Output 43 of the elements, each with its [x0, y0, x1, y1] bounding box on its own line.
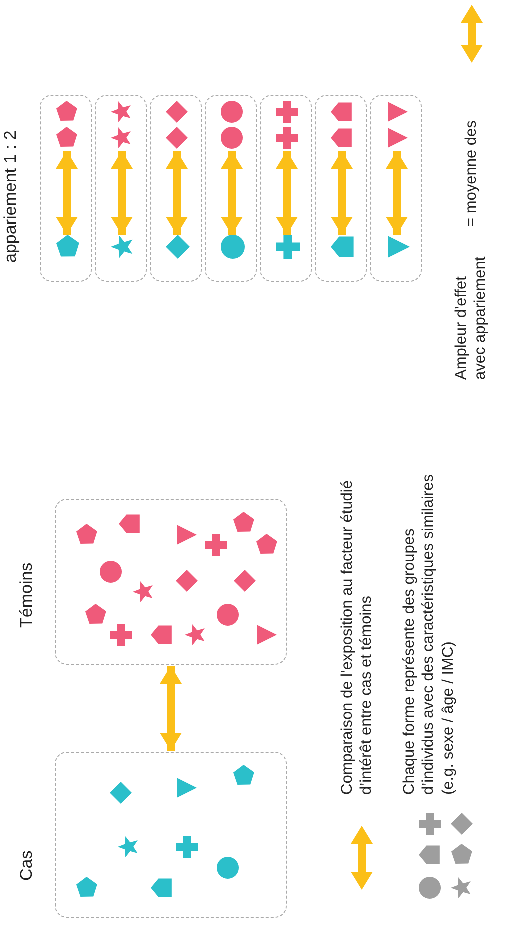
double-arrow: [111, 151, 133, 235]
double-arrow: [386, 151, 408, 235]
double-arrow: [160, 666, 182, 751]
legend-text: Comparaison de l’exposition au facteur étudié d’intérêt entre cas et témoins: [338, 480, 376, 795]
triangle-icon: [386, 127, 408, 149]
double-arrow: [56, 151, 78, 235]
formula-text: = moyenne des: [462, 120, 481, 227]
matched-pair-box: [370, 95, 422, 282]
double-arrow: [221, 151, 243, 235]
legend-text: Chaque forme représente des groupes d’individus avec des caractéristiques similaires (e.g. sexe / âge / IMC): [400, 474, 458, 795]
matched-pair-box: [40, 95, 92, 282]
matched-pair-box: [315, 95, 367, 282]
diamond-icon: [166, 101, 188, 123]
matched-pair-box: [205, 95, 257, 282]
cross-icon: [276, 235, 300, 259]
tag-icon: [331, 235, 355, 259]
tag-icon: [331, 127, 353, 149]
star-icon: [111, 101, 133, 123]
circle-icon: [221, 127, 243, 149]
group-heading: Cas: [16, 850, 37, 881]
tag-icon: [331, 101, 353, 123]
pentagon-icon: [56, 235, 80, 259]
formula-text: Ampleur d'effet avec appariement: [452, 256, 490, 380]
double-arrow: [166, 151, 188, 235]
group-heading: Témoins: [16, 562, 37, 628]
diamond-icon: [166, 127, 188, 149]
triangle-icon: [386, 235, 410, 259]
circle-icon: [221, 235, 245, 259]
star-icon: [111, 127, 133, 149]
double-arrow: [276, 151, 298, 235]
section-heading: appariement 1 : 2: [0, 130, 21, 263]
cross-icon: [276, 101, 298, 123]
double-arrow: [331, 151, 353, 235]
triangle-icon: [386, 101, 408, 123]
pentagon-icon: [56, 127, 78, 149]
matched-pair-box: [95, 95, 147, 282]
matched-pair-box: [260, 95, 312, 282]
circle-icon: [221, 101, 243, 123]
cross-icon: [276, 127, 298, 149]
pentagon-icon: [56, 101, 78, 123]
diamond-icon: [166, 235, 190, 259]
matched-pair-box: [150, 95, 202, 282]
star-icon: [111, 235, 135, 259]
